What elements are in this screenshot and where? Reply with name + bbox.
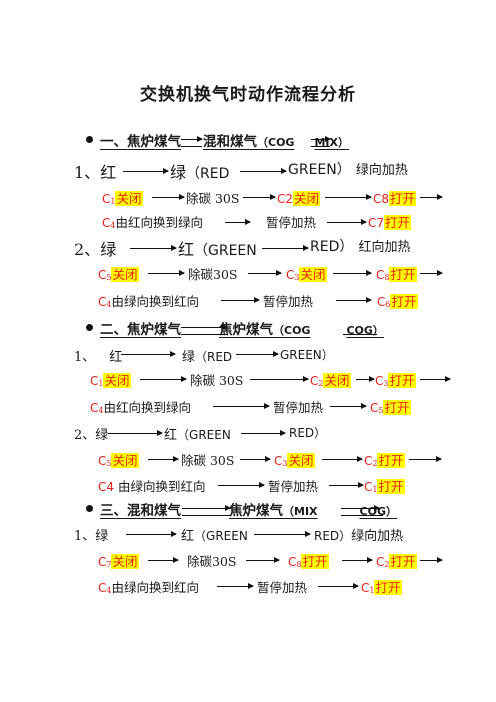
underline <box>182 515 230 516</box>
s1-step3: C5关闭 <box>98 267 139 282</box>
arrow-icon <box>356 376 375 382</box>
s1-step4: C4由绿向换到红向 <box>98 294 199 309</box>
arrow-icon <box>236 351 279 357</box>
s2-step2: C4由红向换到绿向 <box>90 400 191 415</box>
s2-step4: C4 由绿向换到红向 <box>98 479 206 494</box>
arrow-icon <box>329 482 364 488</box>
arrow-icon <box>409 456 442 462</box>
arrow-icon <box>322 456 363 462</box>
arrow-icon <box>420 270 443 276</box>
page-title: 交换机换气时动作流程分析 <box>140 85 356 105</box>
arrow-icon <box>336 297 372 303</box>
arrow-icon <box>420 194 443 200</box>
arrow-icon <box>126 531 177 537</box>
arrow-icon <box>108 430 163 436</box>
arrow-icon <box>254 531 311 537</box>
arrow-icon <box>123 168 169 174</box>
arrow-icon <box>217 583 254 589</box>
s1-step1: C1关闭 <box>102 191 143 206</box>
arrow-icon <box>246 557 280 563</box>
arrow-icon <box>182 505 231 511</box>
arrow-icon <box>333 270 372 276</box>
arrow-icon <box>342 557 373 563</box>
arrow-icon <box>241 430 286 436</box>
arrow-icon <box>181 136 203 142</box>
underline <box>181 334 227 335</box>
arrow-icon <box>213 403 270 409</box>
arrow-icon <box>420 557 443 563</box>
bullet-icon <box>86 505 93 512</box>
s2-row2: 2、绿 <box>74 428 109 443</box>
s3-row1: 1、绿 <box>74 529 109 544</box>
arrow-icon <box>148 270 185 276</box>
underline <box>181 146 202 147</box>
arrow-icon <box>181 324 228 330</box>
arrow-icon <box>152 194 185 200</box>
arrow-icon <box>225 219 251 225</box>
s3-step1: C7关闭 <box>98 554 139 569</box>
s1-row1: 1、红 <box>74 163 117 182</box>
arrow-icon <box>148 456 179 462</box>
s1-step2: C4由红向换到绿向 <box>102 215 203 230</box>
bullet-icon <box>86 136 93 143</box>
arrow-icon <box>262 245 309 251</box>
arrow-icon <box>420 376 451 382</box>
arrow-icon <box>221 297 260 303</box>
arrow-icon <box>341 505 380 511</box>
underline <box>341 515 383 516</box>
arrow-icon <box>243 194 276 200</box>
arrow-icon <box>248 270 282 276</box>
s1-row2: 2、绿 <box>74 240 117 259</box>
arrow-icon <box>311 136 331 142</box>
arrow-icon <box>325 194 372 200</box>
arrow-icon <box>327 219 367 225</box>
arrow-icon <box>121 351 176 357</box>
arrow-icon <box>240 456 271 462</box>
s2-step1: C1关闭 <box>90 373 131 388</box>
s2-row1: 1、红 <box>74 350 123 365</box>
arrow-icon <box>250 376 309 382</box>
underline <box>311 146 330 147</box>
s2-step3: C5关闭 <box>98 453 139 468</box>
arrow-icon <box>240 168 287 174</box>
arrow-icon <box>140 376 187 382</box>
underline <box>343 334 377 335</box>
arrow-icon <box>318 583 359 589</box>
s3-step2: C4由绿向换到红向 <box>98 580 199 595</box>
bullet-icon <box>86 324 93 331</box>
arrow-icon <box>148 557 179 563</box>
arrow-icon <box>130 245 177 251</box>
arrow-icon <box>218 482 265 488</box>
arrow-icon <box>330 403 367 409</box>
